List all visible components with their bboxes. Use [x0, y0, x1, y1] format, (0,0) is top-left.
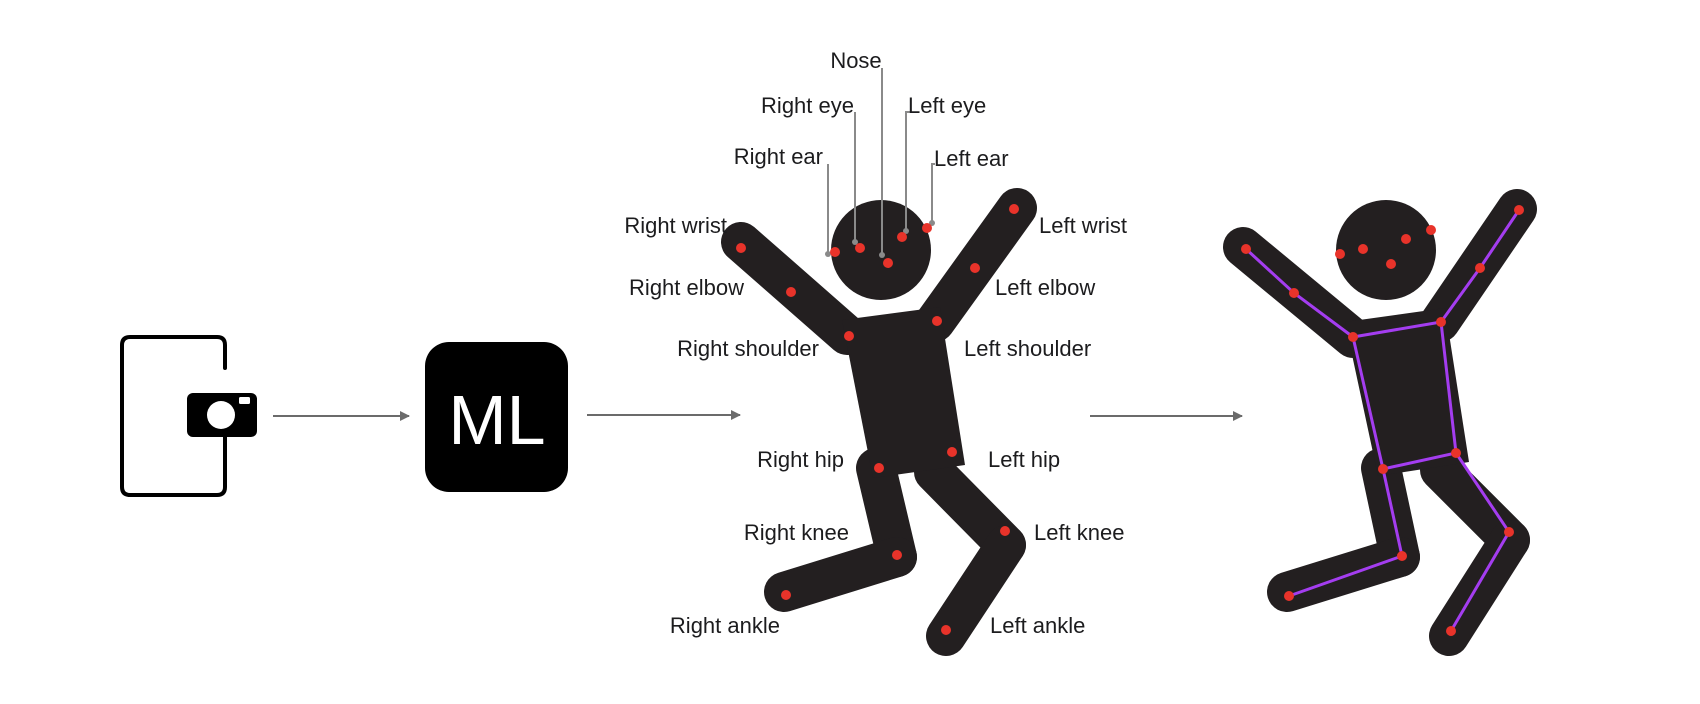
leader-lines	[827, 68, 935, 255]
ml-model-box: ML	[425, 342, 568, 492]
keypoint-right-ankle	[781, 590, 791, 600]
keypoint-right-knee	[892, 550, 902, 560]
ml-label: ML	[448, 381, 545, 459]
keypoint-right-eye	[855, 243, 865, 253]
keypoint-right-elbow	[786, 287, 796, 297]
label-nose: Nose	[830, 48, 881, 73]
keypoint-right-shoulder	[844, 331, 854, 341]
keypoint-left-elbow	[970, 263, 980, 273]
label-right-hip: Right hip	[757, 447, 844, 472]
keypoint-right-wrist	[736, 243, 746, 253]
camera-icon	[187, 393, 257, 437]
leader-end-dots	[825, 220, 935, 258]
label-left-hip: Left hip	[988, 447, 1060, 472]
label-right-ankle: Right ankle	[670, 613, 780, 638]
label-right-knee: Right knee	[744, 520, 849, 545]
label-right-ear: Right ear	[734, 144, 823, 169]
label-left-knee: Left knee	[1034, 520, 1125, 545]
keypoint-left-ankle	[941, 625, 951, 635]
keypoint-left-knee	[1000, 526, 1010, 536]
label-right-wrist: Right wrist	[624, 213, 727, 238]
keypoint-right-ear	[830, 247, 840, 257]
label-left-wrist: Left wrist	[1039, 213, 1127, 238]
label-left-eye: Left eye	[908, 93, 986, 118]
label-right-eye: Right eye	[761, 93, 854, 118]
keypoint-left-wrist	[1009, 204, 1019, 214]
label-left-ankle: Left ankle	[990, 613, 1085, 638]
keypoint-left-eye	[897, 232, 907, 242]
keypoint-dots	[736, 204, 1019, 635]
keypoint-nose	[883, 258, 893, 268]
device-camera-icon	[120, 335, 257, 497]
keypoint-right-hip	[874, 463, 884, 473]
label-right-shoulder: Right shoulder	[677, 336, 819, 361]
figure-skeleton	[1223, 189, 1537, 656]
keypoint-left-hip	[947, 447, 957, 457]
keypoint-labels: Nose Right eye Left eye Right ear Left e…	[624, 48, 1127, 638]
keypoint-left-shoulder	[932, 316, 942, 326]
figure-keypoints: Nose Right eye Left eye Right ear Left e…	[624, 48, 1127, 656]
label-left-elbow: Left elbow	[995, 275, 1095, 300]
keypoint-left-ear	[922, 223, 932, 233]
label-right-elbow: Right elbow	[629, 275, 744, 300]
label-left-shoulder: Left shoulder	[964, 336, 1091, 361]
skeleton-joints	[1241, 205, 1524, 636]
label-left-ear: Left ear	[934, 146, 1009, 171]
